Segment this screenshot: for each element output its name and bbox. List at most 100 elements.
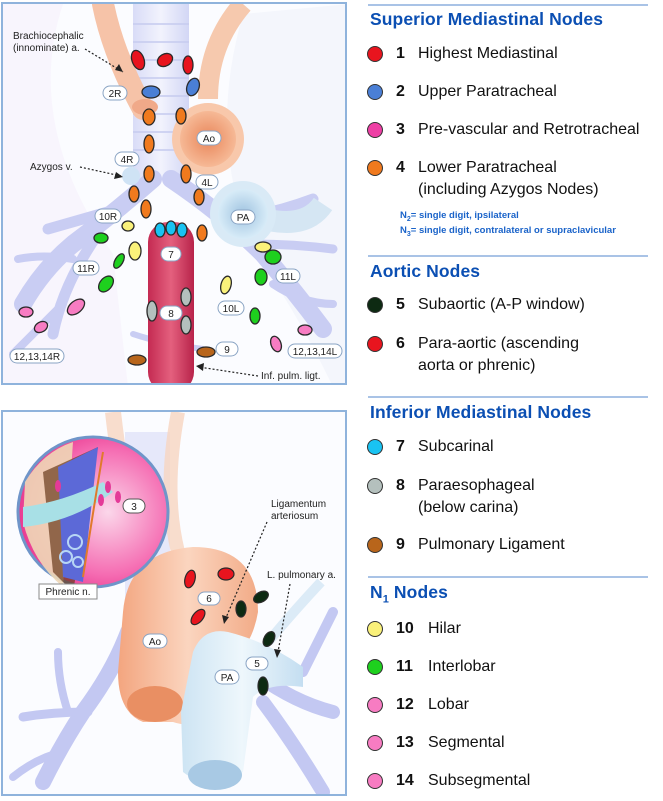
svg-text:Ao: Ao <box>203 134 216 145</box>
node-11 <box>249 307 261 325</box>
n3-note: N3= single digit, contralateral or supra… <box>400 225 616 238</box>
tag-8: 8 <box>159 305 183 321</box>
label-ligamentum: Ligamentum <box>271 499 326 510</box>
separator <box>368 576 648 578</box>
node-color-swatch-icon <box>367 160 383 176</box>
section-title-n1: N1 Nodes <box>370 582 448 606</box>
label-phrenic: Phrenic n. <box>45 587 90 598</box>
node-12-14 <box>269 335 283 353</box>
station-tags: 2R 4R 4L 10R 11R 7 8 9 10L 11L 12,13,14R… <box>9 85 343 364</box>
node-9 <box>196 346 216 358</box>
svg-text:3: 3 <box>131 502 137 513</box>
legend-item-2: 2 Upper Paratracheal <box>367 83 557 103</box>
legend-item-3: 3 Pre-vascular and Retrotracheal <box>367 121 639 141</box>
node-2 <box>141 85 161 99</box>
node-4 <box>128 185 140 203</box>
node-9 <box>127 354 147 366</box>
pulmonary-trunk <box>181 631 303 782</box>
legend-item-6: 6 Para-aortic (ascending aorta or phreni… <box>367 335 579 377</box>
node-7 <box>176 222 188 238</box>
svg-text:11L: 11L <box>280 272 296 283</box>
label-azygos: Azygos v. <box>30 162 73 173</box>
lpa-pointer <box>277 583 291 653</box>
lymph-nodes <box>18 49 313 366</box>
node-1 <box>130 49 146 71</box>
node-11 <box>264 249 282 265</box>
node-4 <box>140 199 152 219</box>
node-8 <box>146 300 158 322</box>
tag-4R: 4R <box>114 151 140 167</box>
label-innominate: (innominate) a. <box>13 43 80 54</box>
node-color-swatch-icon <box>367 478 383 494</box>
svg-text:4L: 4L <box>201 178 213 189</box>
svg-text:8: 8 <box>168 309 174 320</box>
tag-pa: PA <box>214 669 240 685</box>
node-5 <box>253 590 269 604</box>
node-4 <box>193 188 205 206</box>
tag-7: 7 <box>160 246 182 262</box>
aortic-branch <box>198 4 251 100</box>
svg-text:4R: 4R <box>121 155 134 166</box>
node-color-swatch-icon <box>367 697 383 713</box>
node-11 <box>97 275 115 293</box>
legend-item-12: 12 Lobar <box>367 696 469 716</box>
node-color-swatch-icon <box>367 735 383 751</box>
node-4 <box>143 134 155 154</box>
bottom-anatomy-illustration: 3 Phrenic n. 6 5 Ao PA Ligamentum arteri… <box>9 412 340 794</box>
tag-10L: 10L <box>217 300 245 316</box>
node-color-swatch-icon <box>367 537 383 553</box>
node-5 <box>257 676 269 696</box>
node-12-14 <box>66 298 86 316</box>
tag-12-14L: 12,13,14L <box>287 343 343 359</box>
section-title-aortic: Aortic Nodes <box>370 261 481 281</box>
node-color-swatch-icon <box>367 621 383 637</box>
node-10 <box>219 275 233 295</box>
node-4 <box>142 108 156 126</box>
tag-11L: 11L <box>275 268 301 284</box>
top-anatomy-illustration: 2R 4R 4L 10R 11R 7 8 9 10L 11L 12,13,14R… <box>3 4 345 383</box>
legend-item-5: 5 Subaortic (A-P window) <box>367 296 585 316</box>
tag-9: 9 <box>215 341 239 357</box>
n2-note: N2= single digit, ipsilateral <box>400 210 519 223</box>
tag-2R: 2R <box>102 85 128 101</box>
node-color-swatch-icon <box>367 84 383 100</box>
node-10 <box>121 220 135 232</box>
arrowhead-icon <box>196 363 204 371</box>
node-2 <box>185 77 201 97</box>
svg-text:2R: 2R <box>109 89 122 100</box>
node-6 <box>217 567 235 581</box>
tag-6: 6 <box>197 591 221 606</box>
legend-item-7: 7 Subcarinal <box>367 438 494 458</box>
node-12-14 <box>33 320 49 334</box>
tag-ao: Ao <box>196 130 222 146</box>
svg-text:12,13,14L: 12,13,14L <box>293 347 338 358</box>
tag-3: 3 <box>122 498 146 514</box>
node-7 <box>165 220 177 236</box>
section-title-superior: Superior Mediastinal Nodes <box>370 9 604 29</box>
aortic-stations-diagram: 3 Phrenic n. 6 5 Ao PA Ligamentum arteri… <box>1 410 347 796</box>
mediastinal-stations-diagram: 2R 4R 4L 10R 11R 7 8 9 10L 11L 12,13,14R… <box>1 2 347 385</box>
node-4 <box>180 164 192 184</box>
svg-text:6: 6 <box>206 594 212 605</box>
node-color-swatch-icon <box>367 773 383 789</box>
node-1 <box>156 52 174 68</box>
legend-item-9: 9 Pulmonary Ligament <box>367 536 565 556</box>
label-inf-pulm-ligt: Inf. pulm. ligt. <box>261 371 320 382</box>
arrowhead-icon <box>114 172 123 179</box>
legend-item-11: 11 Interlobar <box>367 658 496 678</box>
legend-item-8: 8 Paraesophageal (below carina) <box>367 477 535 519</box>
tag-4L: 4L <box>195 174 219 190</box>
node-4 <box>196 224 208 242</box>
node-11 <box>93 232 109 244</box>
left-pulmonary-artery <box>264 578 325 646</box>
label-brachiocephalic: Brachiocephalic <box>13 31 84 42</box>
node-4 <box>175 107 187 125</box>
section-title-inferior: Inferior Mediastinal Nodes <box>370 402 592 422</box>
node-11 <box>113 253 125 269</box>
svg-text:10L: 10L <box>223 304 240 315</box>
separator <box>368 396 648 398</box>
svg-text:11R: 11R <box>77 264 95 275</box>
arrowhead-icon <box>115 64 123 72</box>
node-color-swatch-icon <box>367 46 383 62</box>
arrowhead-icon <box>274 649 281 658</box>
